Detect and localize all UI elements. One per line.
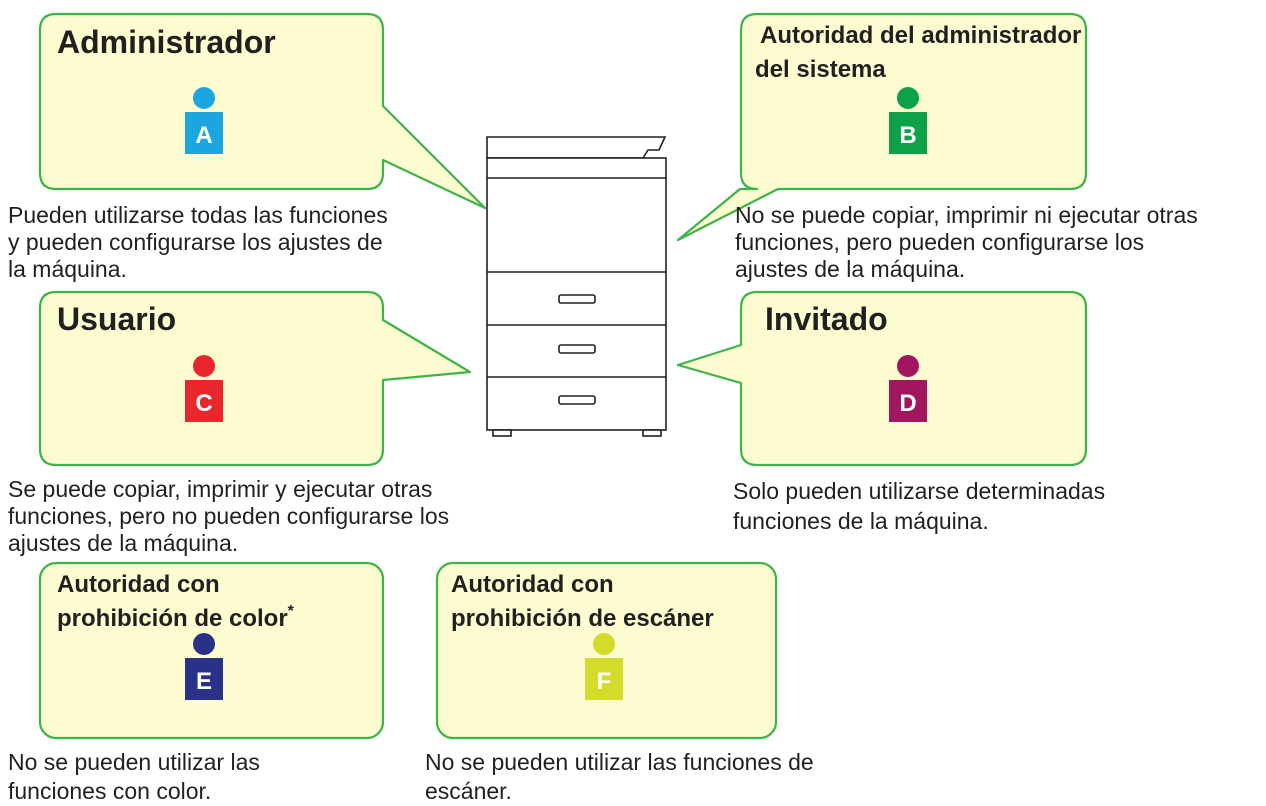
role-title-no-color-footnote-mark: * <box>288 603 295 620</box>
role-description-no-scanner: No se pueden utilizar las funciones de e… <box>425 748 814 806</box>
user-badge-icon-user: C <box>185 355 223 422</box>
role-title-no-color-line2: prohibición de color <box>57 605 288 632</box>
role-title-guest: Invitado <box>765 301 888 337</box>
role-title-admin: Administrador <box>57 24 276 60</box>
role-title-user: Usuario <box>57 301 176 337</box>
description-line: funciones, pero pueden configurarse los <box>735 229 1145 255</box>
role-description-system-admin: No se puede copiar, imprimir ni ejecutar… <box>735 202 1198 283</box>
description-line: No se pueden utilizar las <box>8 749 260 775</box>
description-line: No se pueden utilizar las funciones de <box>425 749 814 775</box>
bubble-system-admin: Autoridad del administrador del sistema … <box>676 12 1088 242</box>
description-line: funciones con color. <box>8 778 212 804</box>
user-badge-icon-no-scanner: F <box>585 633 623 700</box>
role-title-no-scanner-line2: prohibición de escáner <box>451 605 714 632</box>
role-description-admin: Pueden utilizarse todas las funciones y … <box>8 202 388 283</box>
badge-letter-admin: A <box>195 122 212 149</box>
role-description-user: Se puede copiar, imprimir y ejecutar otr… <box>8 476 449 557</box>
description-line: Pueden utilizarse todas las funciones <box>8 202 388 228</box>
role-title-no-color-line2-wrap: prohibición de color* <box>57 603 295 632</box>
badge-letter-system-admin: B <box>899 122 916 149</box>
bubble-admin: Administrador A <box>38 12 487 210</box>
user-badge-icon-system-admin: B <box>889 87 927 154</box>
bubble-no-color: Autoridad con prohibición de color* E <box>38 561 385 740</box>
description-line: Se puede copiar, imprimir y ejecutar otr… <box>8 476 433 502</box>
badge-letter-guest: D <box>899 390 916 417</box>
description-line: ajustes de la máquina. <box>8 530 239 556</box>
role-title-no-color-line1: Autoridad con <box>57 571 220 598</box>
user-badge-icon-no-color: E <box>185 633 223 700</box>
printer-icon <box>486 136 667 437</box>
bubble-user: Usuario C <box>38 290 472 467</box>
description-line: la máquina. <box>8 256 127 282</box>
badge-letter-no-color: E <box>196 668 212 695</box>
badge-letter-user: C <box>195 390 212 417</box>
description-line: Solo pueden utilizarse determinadas <box>733 478 1106 504</box>
description-line: y pueden configurarse los ajustes de <box>8 229 383 255</box>
role-description-guest: Solo pueden utilizarse determinadas func… <box>733 476 1105 536</box>
role-description-no-color: No se pueden utilizar las funciones con … <box>8 748 260 806</box>
user-badge-icon-admin: A <box>185 87 223 154</box>
bubble-guest: Invitado D <box>676 290 1088 467</box>
badge-letter-no-scanner: F <box>597 668 612 695</box>
role-title-system-admin-line2: del sistema <box>755 56 886 83</box>
description-line: escáner. <box>425 778 512 804</box>
description-line: funciones, pero no pueden configurarse l… <box>8 503 450 529</box>
role-title-no-scanner-line1: Autoridad con <box>451 571 614 598</box>
description-line: funciones de la máquina. <box>733 508 989 534</box>
role-title-system-admin-line1: Autoridad del administrador <box>760 22 1081 49</box>
description-line: No se puede copiar, imprimir ni ejecutar… <box>735 202 1198 228</box>
bubble-no-scanner: Autoridad con prohibición de escáner F <box>435 561 778 740</box>
description-line: ajustes de la máquina. <box>735 256 966 282</box>
user-badge-icon-guest: D <box>889 355 927 422</box>
